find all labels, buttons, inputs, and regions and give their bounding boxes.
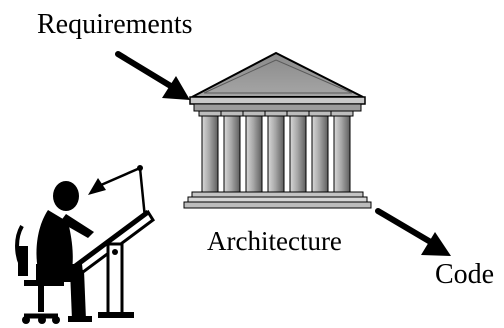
classical-building-icon [183,51,372,209]
architect-at-drafting-table-icon [15,165,156,324]
architecture-to-code-arrow-icon [375,208,451,256]
requirements-to-architecture-arrow-icon [115,51,190,100]
architecture-label: Architecture [207,226,342,256]
architect-figure [15,181,94,324]
code-label: Code [435,259,494,290]
requirements-label: Requirements [37,9,193,40]
building-columns [198,110,354,193]
drafting-lamp [88,165,148,221]
